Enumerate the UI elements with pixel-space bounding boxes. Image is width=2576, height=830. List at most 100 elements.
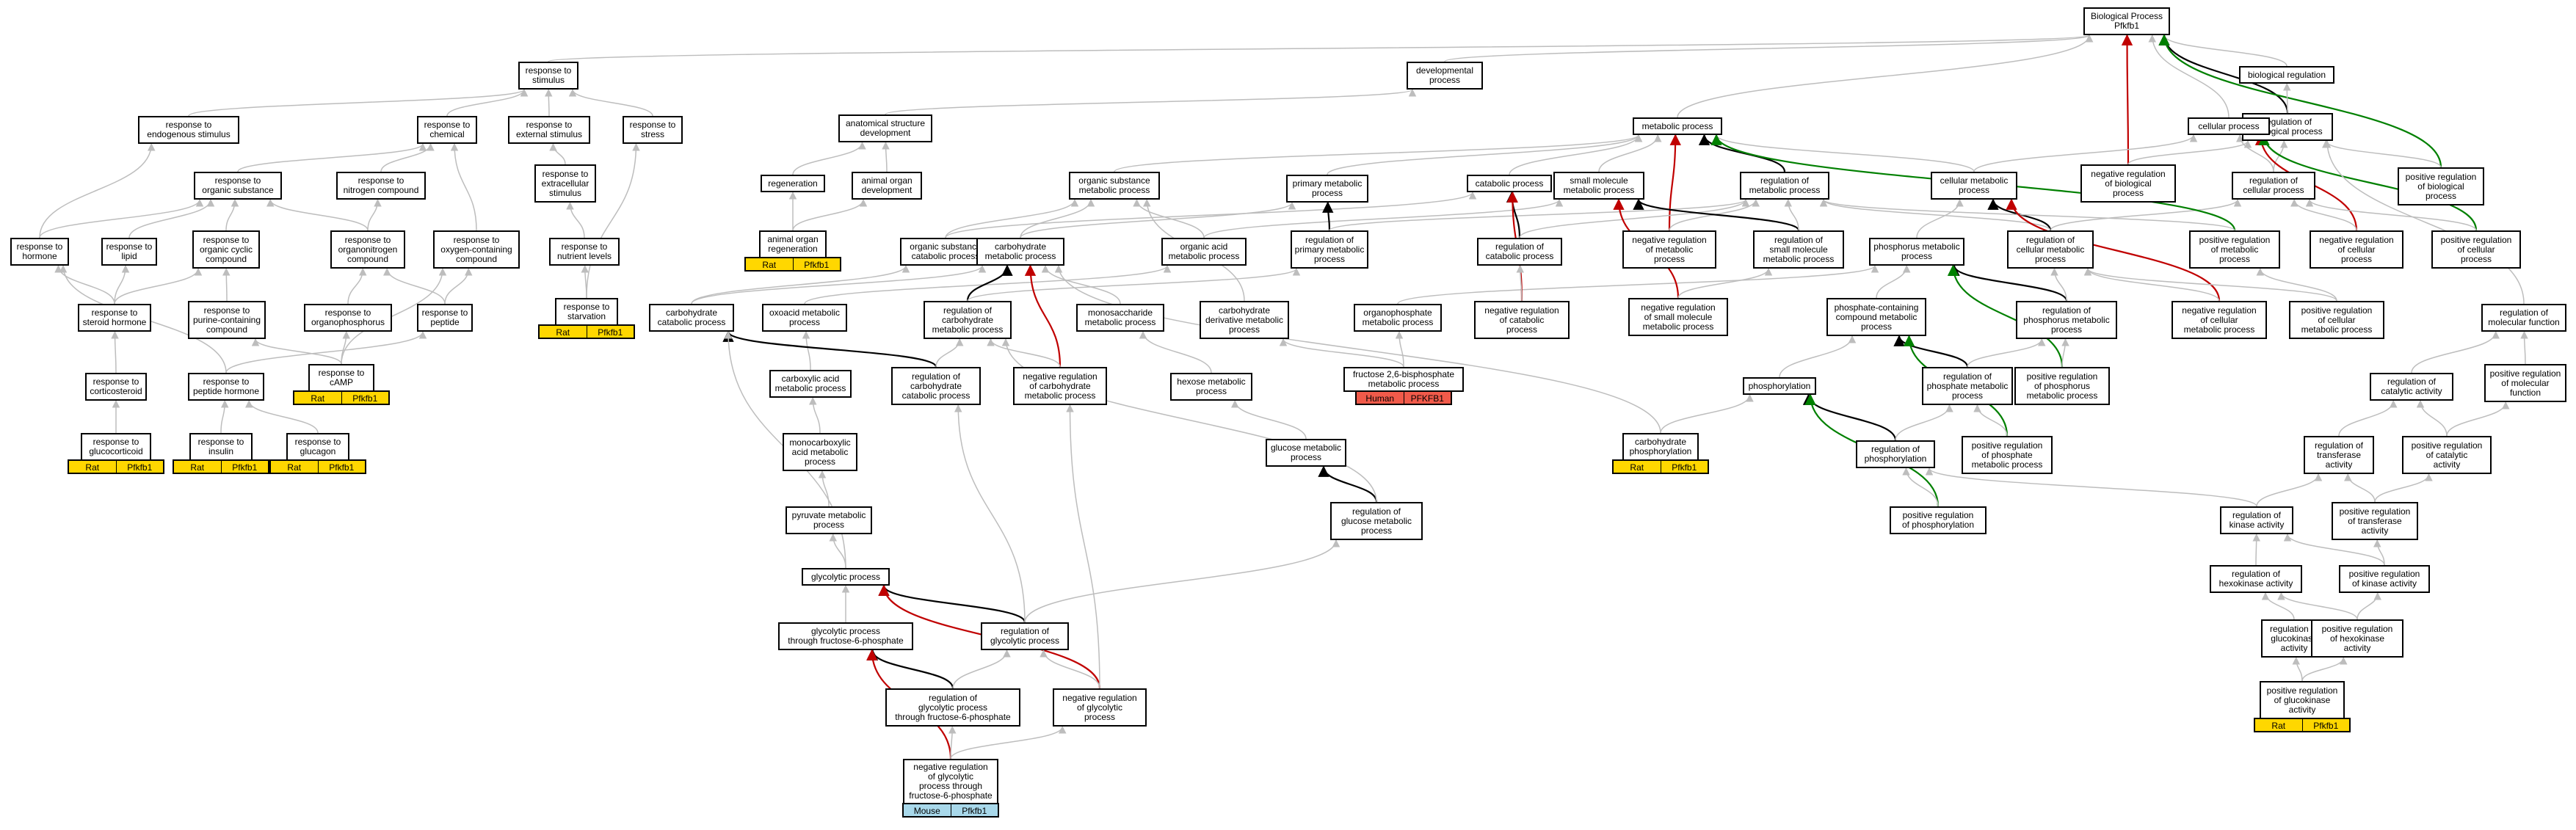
go-term-bp[interactable]: Biological Process Pfkfb1: [2083, 7, 2170, 35]
go-term-pos-reg-cell-proc[interactable]: positive regulation of cellular process: [2431, 230, 2521, 269]
go-term-glycolytic[interactable]: glycolytic process: [802, 568, 890, 586]
go-term-reg-hexokinase[interactable]: regulation of hexokinase activity: [2210, 565, 2302, 593]
go-term-phosphate-met[interactable]: phosphate-containing compound metabolic …: [1826, 298, 1926, 336]
go-term-glucose-met[interactable]: glucose metabolic process: [1266, 439, 1346, 467]
go-term-reg-kinase[interactable]: regulation of kinase activity: [2220, 506, 2293, 534]
go-term-reg-catabolic[interactable]: regulation of catabolic process: [1477, 238, 1562, 266]
go-term-carb-deriv-met[interactable]: carbohydrate derivative metabolic proces…: [1200, 301, 1289, 339]
go-term-carb-met[interactable]: carbohydrate metabolic process: [976, 238, 1064, 266]
go-term-org-sub-met[interactable]: organic substance metabolic process: [1069, 172, 1160, 200]
go-term-org-acid-met[interactable]: organic acid metabolic process: [1161, 238, 1247, 266]
go-term-neg-reg-carb-met[interactable]: negative regulation of carbohydrate meta…: [1013, 367, 1107, 405]
go-term-catabolic[interactable]: catabolic process: [1467, 175, 1552, 192]
go-term-reg-small-mol[interactable]: regulation of small molecule metabolic p…: [1753, 230, 1844, 269]
go-term-glyc-f6p[interactable]: glycolytic process through fructose-6-ph…: [778, 622, 913, 650]
go-term-resp-endo[interactable]: response to endogenous stimulus: [138, 116, 239, 144]
go-term-resp-organophos[interactable]: response to organophosphorus: [304, 304, 392, 332]
go-term-resp-cortico[interactable]: response to corticosteroid: [85, 373, 147, 401]
go-term-resp-camp[interactable]: response to cAMP: [308, 364, 374, 392]
go-term-neg-reg-met[interactable]: negative regulation of metabolic process: [1622, 230, 1716, 269]
go-term-resp-stim[interactable]: response to stimulus: [518, 62, 578, 90]
go-term-neg-reg-cell-met[interactable]: negative regulation of cellular metaboli…: [2172, 301, 2267, 339]
go-term-pos-reg-phosphate[interactable]: positive regulation of phosphate metabol…: [1962, 436, 2053, 474]
go-term-pos-reg-cell-met[interactable]: positive regulation of cellular metaboli…: [2289, 301, 2384, 339]
go-term-bio-reg[interactable]: biological regulation: [2239, 66, 2334, 84]
go-term-reg-cell-proc[interactable]: regulation of cellular process: [2232, 172, 2315, 200]
go-term-neg-reg-glycolytic[interactable]: negative regulation of glycolytic proces…: [1053, 688, 1147, 727]
go-term-reg-glyc-f6p[interactable]: regulation of glycolytic process through…: [885, 688, 1020, 727]
go-term-resp-insulin[interactable]: response to insulin: [189, 433, 253, 461]
go-term-resp-starv[interactable]: response to starvation: [555, 298, 618, 326]
go-term-resp-nitrogen[interactable]: response to nitrogen compound: [336, 172, 426, 200]
go-term-resp-hormone[interactable]: response to hormone: [10, 238, 69, 266]
go-term-pyruvate-met[interactable]: pyruvate metabolic process: [786, 506, 872, 534]
go-term-resp-lipid[interactable]: response to lipid: [101, 238, 157, 266]
go-term-pos-reg-mol-func[interactable]: positive regulation of molecular functio…: [2484, 364, 2566, 402]
go-term-carb-phosphorylation[interactable]: carbohydrate phosphorylation: [1622, 433, 1699, 461]
go-term-fructose26[interactable]: fructose 2,6-bisphosphate metabolic proc…: [1343, 367, 1464, 392]
go-term-resp-organonitrogen[interactable]: response to organonitrogen compound: [330, 230, 405, 269]
go-term-resp-purine[interactable]: response to purine-containing compound: [188, 301, 266, 339]
go-term-resp-gluco[interactable]: response to glucocorticoid: [81, 433, 151, 461]
go-term-metabolic[interactable]: metabolic process: [1633, 117, 1722, 135]
go-term-resp-nutrient[interactable]: response to nutrient levels: [549, 238, 620, 266]
go-term-resp-chem[interactable]: response to chemical: [417, 116, 477, 144]
go-term-neg-reg-bio[interactable]: negative regulation of biological proces…: [2080, 164, 2176, 203]
go-term-resp-extracell[interactable]: response to extracellular stimulus: [534, 164, 596, 203]
go-term-anat-dev[interactable]: anatomical structure development: [838, 114, 932, 142]
go-term-dev-proc[interactable]: developmental process: [1407, 62, 1483, 90]
go-term-resp-peptide[interactable]: response to peptide: [417, 304, 473, 332]
go-term-cellular-proc[interactable]: cellular process: [2188, 117, 2270, 135]
go-term-neg-reg-cell-proc[interactable]: negative regulation of cellular process: [2310, 230, 2403, 269]
go-term-resp-pep-hormone[interactable]: response to peptide hormone: [188, 373, 264, 401]
go-term-neg-reg-glyc-f6p[interactable]: negative regulation of glycolytic proces…: [903, 759, 998, 804]
go-term-org-sub-cat[interactable]: organic substance catabolic process: [900, 238, 991, 266]
go-term-reg-carb-cat[interactable]: regulation of carbohydrate catabolic pro…: [891, 367, 981, 405]
go-term-reg-phosphorylation[interactable]: regulation of phosphorylation: [1856, 440, 1935, 468]
go-term-pos-reg-hexokinase[interactable]: positive regulation of hexokinase activi…: [2311, 619, 2403, 658]
go-term-resp-steroid[interactable]: response to steroid hormone: [78, 304, 151, 332]
go-term-primary-met[interactable]: primary metabolic process: [1286, 175, 1368, 203]
go-term-pos-reg-bio[interactable]: positive regulation of biological proces…: [2398, 167, 2484, 205]
go-term-resp-org-sub[interactable]: response to organic substance: [194, 172, 282, 200]
go-term-resp-oxygen[interactable]: response to oxygen-containing compound: [433, 230, 520, 269]
go-term-pos-reg-glucokinase[interactable]: positive regulation of glucokinase activ…: [2260, 681, 2345, 719]
go-term-reg-phosphate-met[interactable]: regulation of phosphate metabolic proces…: [1922, 367, 2013, 405]
go-term-small-mol-met[interactable]: small molecule metabolic process: [1553, 172, 1644, 200]
go-term-reg-glycolytic[interactable]: regulation of glycolytic process: [981, 622, 1069, 650]
go-term-resp-stress[interactable]: response to stress: [623, 116, 683, 144]
go-term-reg-transferase[interactable]: regulation of transferase activity: [2304, 436, 2374, 474]
go-term-oxoacid-met[interactable]: oxoacid metabolic process: [762, 304, 847, 332]
go-term-reg-cell-met[interactable]: regulation of cellular metabolic process: [2007, 230, 2094, 269]
go-term-pos-reg-phosphorus[interactable]: positive regulation of phosphorus metabo…: [2014, 367, 2110, 405]
go-term-neg-reg-small[interactable]: negative regulation of small molecule me…: [1628, 298, 1728, 336]
go-term-animal-organ-regen[interactable]: animal organ regeneration: [759, 230, 827, 258]
go-term-reg-mol-func[interactable]: regulation of molecular function: [2481, 304, 2566, 332]
go-term-reg-glucose-met[interactable]: regulation of glucose metabolic process: [1330, 502, 1423, 540]
go-term-monosacch-met[interactable]: monosaccharide metabolic process: [1076, 304, 1164, 332]
go-term-reg-catalytic[interactable]: regulation of catalytic activity: [2370, 373, 2453, 401]
go-term-reg-met[interactable]: regulation of metabolic process: [1740, 172, 1829, 200]
go-term-reg-carb-met[interactable]: regulation of carbohydrate metabolic pro…: [924, 301, 1012, 339]
go-term-pos-reg-transferase[interactable]: positive regulation of transferase activ…: [2332, 502, 2418, 540]
go-term-pos-reg-phosphorylation[interactable]: positive regulation of phosphorylation: [1890, 506, 1987, 534]
go-term-cell-met[interactable]: cellular metabolic process: [1931, 172, 2017, 200]
go-term-resp-glucagon[interactable]: response to glucagon: [286, 433, 349, 461]
go-term-reg-phosphorus-met[interactable]: regulation of phosphorus metabolic proce…: [2016, 301, 2117, 339]
go-term-phosphorylation[interactable]: phosphorylation: [1743, 377, 1816, 395]
go-term-reg-primary-met[interactable]: regulation of primary metabolic process: [1291, 230, 1368, 269]
go-term-monocarbox-met[interactable]: monocarboxylic acid metabolic process: [783, 433, 857, 471]
go-term-carboxylic-met[interactable]: carboxylic acid metabolic process: [769, 370, 852, 398]
go-term-resp-ext[interactable]: response to external stimulus: [508, 116, 590, 144]
go-term-neg-reg-cat[interactable]: negative regulation of catabolic process: [1474, 301, 1570, 339]
go-term-pos-reg-catalytic[interactable]: positive regulation of catalytic activit…: [2402, 436, 2492, 474]
go-term-carb-cat[interactable]: carbohydrate catabolic process: [649, 304, 734, 332]
go-term-phosphorus-met[interactable]: phosphorus metabolic process: [1869, 238, 1964, 266]
go-term-resp-org-cyclic[interactable]: response to organic cyclic compound: [192, 230, 260, 269]
go-term-hexose-met[interactable]: hexose metabolic process: [1170, 373, 1252, 401]
go-term-pos-reg-kinase[interactable]: positive regulation of kinase activity: [2339, 565, 2430, 593]
go-term-regen[interactable]: regeneration: [761, 175, 825, 192]
go-term-organophos-met[interactable]: organophosphate metabolic process: [1354, 304, 1442, 332]
go-term-pos-reg-met[interactable]: positive regulation of metabolic process: [2189, 230, 2280, 269]
go-term-animal-organ-dev[interactable]: animal organ development: [852, 172, 922, 200]
